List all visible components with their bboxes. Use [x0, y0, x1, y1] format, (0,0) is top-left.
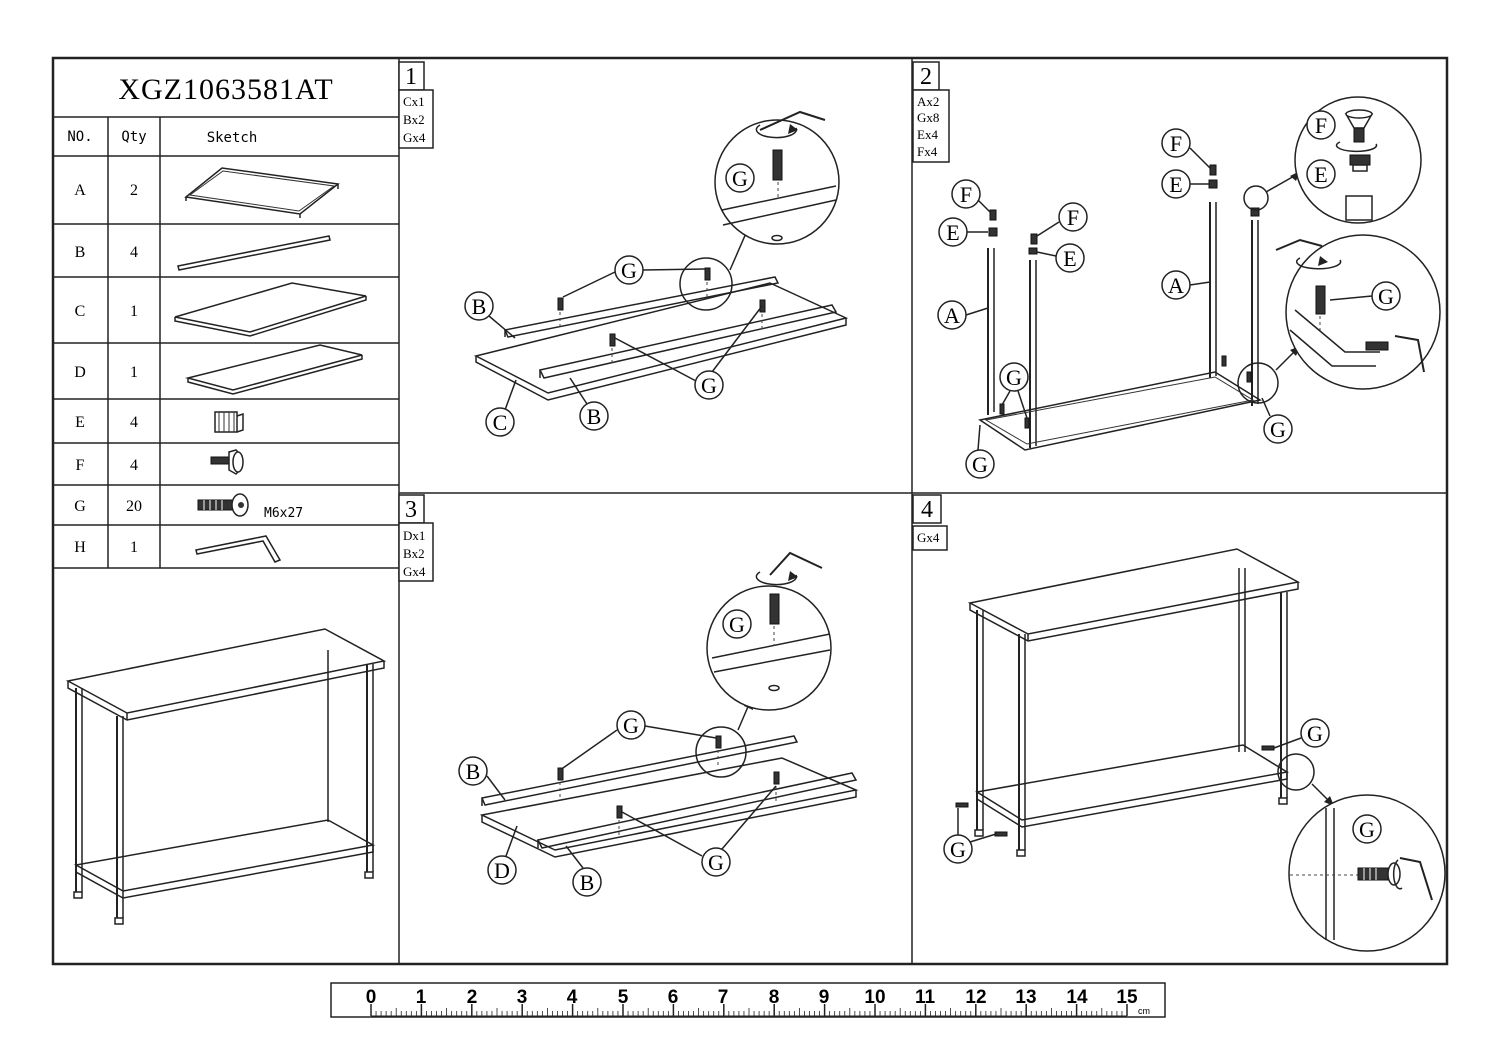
part-no: G: [74, 498, 86, 515]
callout-label: E: [946, 220, 959, 245]
part-qty: 4: [130, 414, 138, 431]
ruler-label: 14: [1066, 987, 1088, 1008]
callout-label: G: [1270, 417, 1286, 442]
part-no: D: [74, 364, 86, 381]
callout-label: G: [708, 850, 724, 875]
model-number: XGZ1063581AT: [118, 73, 333, 106]
ruler-label: 7: [718, 987, 729, 1008]
step-part-count: Bx2: [403, 546, 425, 561]
part-qty: 4: [130, 457, 138, 474]
callout-label: G: [1307, 721, 1323, 746]
ruler-label: 3: [517, 987, 528, 1008]
callout-label: C: [493, 410, 508, 435]
callout-label: G: [1378, 284, 1394, 309]
header-qty: Qty: [121, 129, 146, 145]
ruler-label: 11: [915, 987, 936, 1008]
ruler-label: 15: [1116, 987, 1138, 1008]
ruler-label: 0: [366, 987, 377, 1008]
ruler-label: 10: [864, 987, 885, 1008]
callout-label: E: [1169, 172, 1182, 197]
step-part-count: Bx2: [403, 112, 425, 127]
callout-label: E: [1063, 246, 1076, 271]
step-part-count: Cx1: [403, 94, 425, 109]
top-panel-sketch: [174, 282, 367, 337]
part-no: E: [75, 414, 85, 431]
part-no: A: [74, 182, 86, 199]
step-number: 4: [921, 497, 933, 523]
ruler-label: 6: [668, 987, 679, 1008]
ruler-label: 2: [467, 987, 478, 1008]
ruler: 0 1 2 3 4 5 6 7 8 9 10 11 12 13 14 15 cm: [330, 982, 1166, 1018]
shelf-panel-sketch: [185, 344, 363, 395]
step-3-panel: 3 Dx1 Bx2 Gx4: [398, 494, 859, 897]
header-sketch: Sketch: [207, 130, 258, 146]
callout-label: F: [1315, 113, 1327, 138]
leveling-foot-sketch: [210, 449, 244, 475]
step-part-count: Dx1: [403, 528, 425, 543]
callout-label: B: [580, 870, 595, 895]
callout-label: G: [950, 837, 966, 862]
callout-label: G: [701, 373, 717, 398]
part-no: C: [75, 303, 86, 320]
callout-label: F: [1067, 205, 1079, 230]
part-qty: 2: [130, 182, 138, 199]
callout-label: G: [732, 166, 748, 191]
callout-label: B: [466, 759, 481, 784]
ruler-label: 1: [416, 987, 427, 1008]
bar-sketch: [177, 235, 331, 271]
step-1-panel: 1 Cx1 Bx2 Gx4: [398, 61, 849, 437]
step-number: 3: [405, 497, 417, 523]
ruler-label: 9: [819, 987, 830, 1008]
part-qty: 4: [130, 244, 138, 261]
tube-insert-sketch: [214, 411, 244, 433]
callout-label: G: [623, 713, 639, 738]
callout-label: B: [587, 404, 602, 429]
side-frame-sketch: [184, 167, 340, 218]
callout-label: F: [960, 182, 972, 207]
step-part-count: Gx8: [917, 110, 939, 125]
part-qty: 1: [130, 364, 138, 381]
ruler-label: 5: [618, 987, 629, 1008]
callout-label: G: [972, 452, 988, 477]
step-number: 1: [405, 64, 417, 90]
step-4-panel: 4 Gx4: [912, 494, 1446, 952]
step-part-count: Fx4: [917, 144, 938, 159]
part-qty: 1: [130, 303, 138, 320]
callout-label: A: [944, 303, 960, 328]
parts-table: XGZ1063581AT NO. Qty Sketch A 2 B 4 C 1 …: [53, 73, 399, 569]
allen-key-sketch: [195, 535, 282, 563]
ruler-label: 8: [769, 987, 780, 1008]
bolt-spec: M6x27: [264, 506, 303, 521]
callout-label: G: [729, 612, 745, 637]
callout-label: F: [1170, 131, 1182, 156]
callout-label: E: [1314, 162, 1327, 187]
step-number: 2: [920, 64, 932, 90]
step-part-count: Ax2: [917, 94, 939, 109]
step-part-count: Gx4: [917, 530, 940, 545]
assembled-table-preview: [65, 628, 387, 925]
step-part-count: Ex4: [917, 127, 938, 142]
step-part-count: Gx4: [403, 564, 426, 579]
ruler-label: 12: [965, 987, 986, 1008]
callout-label: G: [1006, 365, 1022, 390]
callout-label: B: [472, 294, 487, 319]
part-no: F: [76, 457, 85, 474]
callout-label: G: [621, 258, 637, 283]
part-qty: 20: [126, 498, 142, 515]
part-qty: 1: [130, 539, 138, 556]
callout-label: G: [1359, 817, 1375, 842]
header-no: NO.: [67, 129, 92, 145]
sheet-border: [51, 56, 1449, 966]
part-no: H: [74, 539, 86, 556]
ruler-label: 13: [1015, 987, 1036, 1008]
step-2-panel: 2 Ax2 Gx8 Ex4 Fx4: [912, 61, 1441, 479]
callout-label: D: [494, 858, 510, 883]
step-part-count: Gx4: [403, 130, 426, 145]
ruler-label: 4: [567, 987, 578, 1008]
bolt-sketch: [197, 493, 249, 517]
part-no: B: [75, 244, 86, 261]
callout-label: A: [1168, 273, 1184, 298]
ruler-unit: cm: [1138, 1006, 1150, 1016]
